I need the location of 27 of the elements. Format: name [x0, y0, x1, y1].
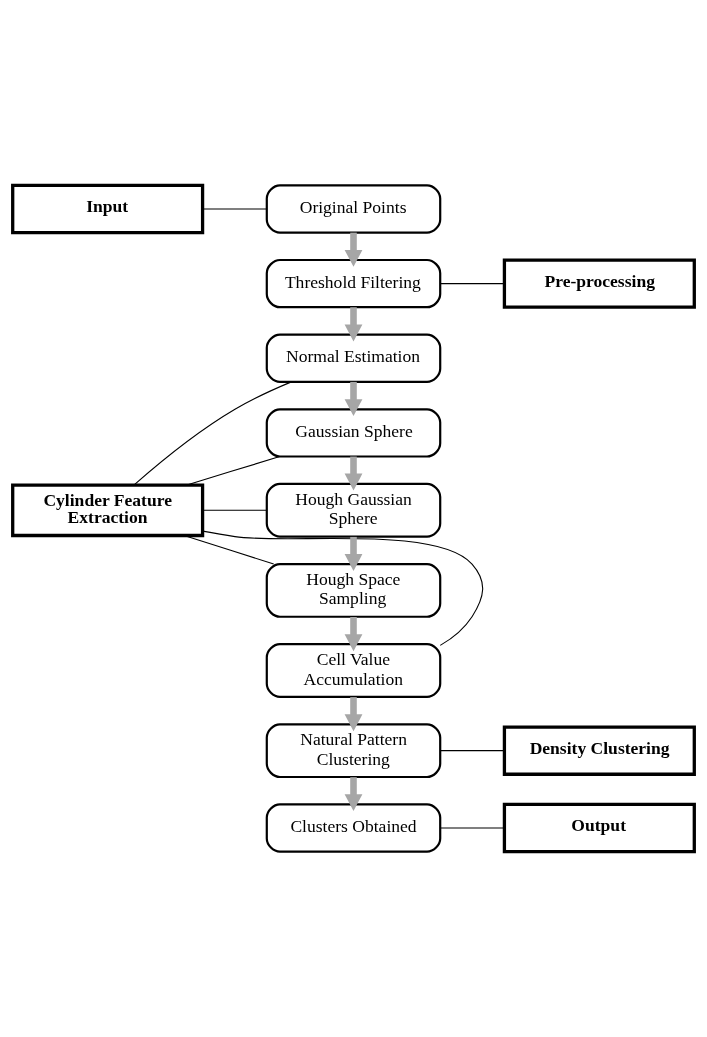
arrow — [344, 456, 363, 491]
arrow — [344, 232, 363, 267]
connector — [183, 535, 275, 565]
connector — [439, 283, 505, 285]
node-box: Cylinder Feature Extraction — [11, 483, 205, 538]
node-box: Density Clustering — [502, 725, 696, 776]
connector — [133, 381, 292, 486]
connector — [202, 509, 268, 511]
node-box: Cell Value Accumulation — [265, 643, 442, 698]
node-box: Input — [11, 183, 205, 235]
node-box: Natural Pattern Clustering — [265, 723, 442, 779]
node-box: Hough Gaussian Sphere — [265, 482, 442, 538]
node-box: Gaussian Sphere — [265, 408, 442, 458]
node-box: Threshold Filtering — [265, 258, 442, 309]
node-box: Original Points — [265, 184, 442, 234]
node-box: Normal Estimation — [265, 333, 442, 383]
node-box: Clusters Obtained — [265, 803, 442, 853]
connector — [202, 530, 484, 646]
arrow — [344, 536, 363, 572]
connector — [202, 208, 268, 210]
connector — [186, 456, 281, 486]
node-box: Output — [502, 802, 696, 854]
connector — [439, 827, 505, 829]
node-box: Hough Space Sampling — [265, 562, 442, 618]
connector — [439, 750, 505, 752]
node-box: Pre-processing — [502, 258, 696, 309]
arrow — [344, 381, 363, 417]
